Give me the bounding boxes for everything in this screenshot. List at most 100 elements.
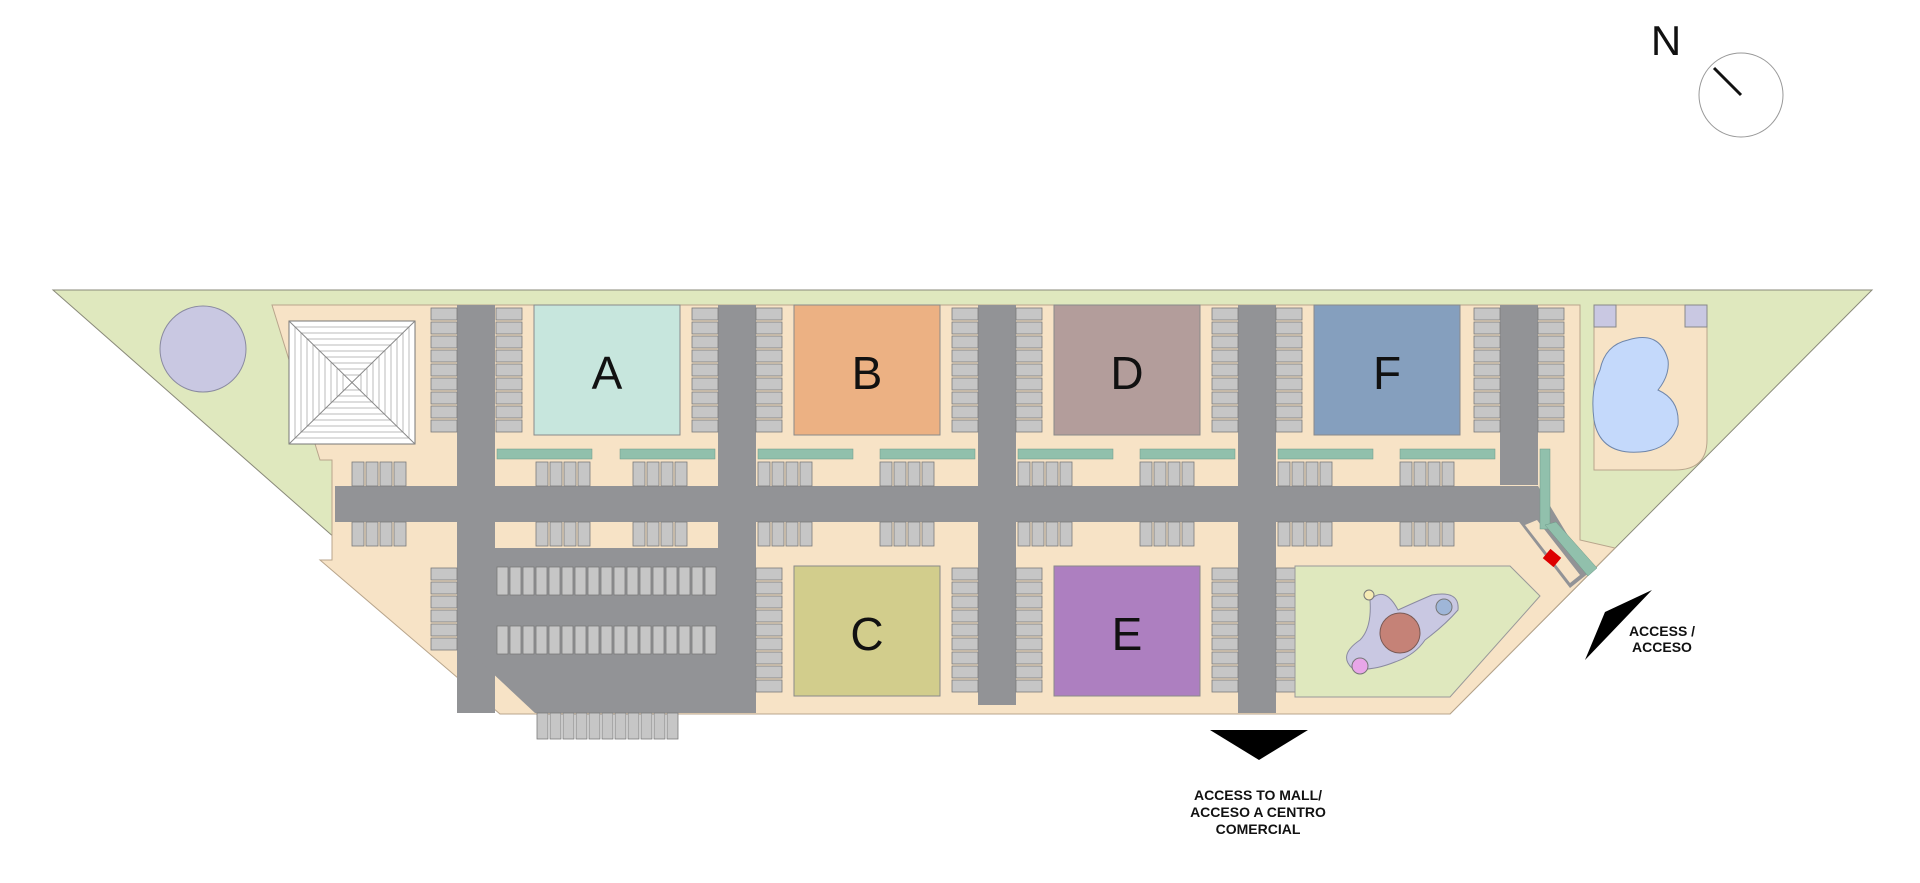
parking-stall [1015,419,1043,433]
parking-stall [495,335,523,349]
parking-stall [1275,307,1303,321]
parking-stall [951,581,979,595]
parking-stall [1045,521,1059,547]
parking-stall [535,461,549,487]
parking-stall [509,625,522,655]
parking-stall [1059,461,1073,487]
parking-stall [379,461,393,487]
parking-stall [771,461,785,487]
parking-stall [646,461,660,487]
parking-stall [496,625,509,655]
parking-stall [1167,461,1181,487]
parking-stall [561,625,574,655]
parking-stall [430,595,458,609]
parking-stall [1211,623,1239,637]
access-label-line1: ACCESS / [1629,623,1695,639]
parking-stall [577,461,591,487]
parking-stall [587,625,600,655]
parking-stall [665,625,678,655]
parking-stall [755,581,783,595]
parking-stall [951,665,979,679]
parking-stall [1015,321,1043,335]
parking-stall [1045,461,1059,487]
parking-stall [1537,405,1565,419]
parking-stall [951,307,979,321]
building-a: A [533,304,681,436]
fountain [1379,612,1421,654]
parking-stall [785,461,799,487]
parking-stall [691,419,719,433]
parking-stall [430,419,458,433]
parking-stall [660,461,674,487]
parking-stall [757,521,771,547]
pavilion-hatch-line [330,362,374,403]
parking-stall [536,712,549,740]
parking-stall [548,566,561,596]
building-c: C [793,565,941,697]
parking-stall [755,637,783,651]
parking-stall [755,623,783,637]
mall-access-label-line1: ACCESS TO MALL/ [1194,787,1322,803]
parking-stall [430,321,458,335]
drive-lane-east-west [335,486,1535,522]
parking-stall [548,625,561,655]
parking-stall [1537,391,1565,405]
building-b: B [793,304,941,436]
parking-stall [665,566,678,596]
parking-stalls [351,307,1565,740]
access-label-line2: ACCESO [1632,639,1692,655]
parking-stall [1015,335,1043,349]
north-arrow: N [1651,17,1784,138]
parking-stall [660,521,674,547]
parking-stall [574,566,587,596]
parking-stall [755,595,783,609]
parking-stall [1275,405,1303,419]
parking-stall [951,321,979,335]
pavilion-hatch-line [294,326,410,439]
parking-stall [1537,349,1565,363]
hedges [496,448,1598,577]
parking-stall [1017,461,1031,487]
parking-stall [1015,405,1043,419]
parking-stall [1211,581,1239,595]
pavilion-hatch-line [300,332,404,433]
parking-stall [1427,461,1441,487]
parking-stall [495,349,523,363]
parking-stall [495,405,523,419]
parking-stall [1441,521,1455,547]
parking-stall [640,712,653,740]
parking-stall [1139,461,1153,487]
parking-stall [561,566,574,596]
parking-stall [951,349,979,363]
parking-stall [1211,679,1239,693]
parking-stall [430,567,458,581]
mall-access-arrow [1210,730,1308,760]
parking-stall [951,335,979,349]
building-a-label: A [592,347,623,399]
parking-stall [951,609,979,623]
parking-stall [755,665,783,679]
parking-stall [563,521,577,547]
parking-stall [893,521,907,547]
parking-stall [1473,419,1501,433]
parking-stall [653,712,666,740]
parking-stall [351,521,365,547]
parking-stall [379,521,393,547]
pavilion-hatch-line [324,356,380,409]
parking-stall [1167,521,1181,547]
parking-stall [1537,377,1565,391]
parking-stall [757,461,771,487]
parking-stall [1153,521,1167,547]
parking-stall [430,609,458,623]
parking-stall [1399,521,1413,547]
parking-stall [691,566,704,596]
parking-stall [1275,349,1303,363]
parking-stall [921,521,935,547]
building-d: D [1053,304,1201,436]
parking-stall [430,307,458,321]
parking-stall [755,419,783,433]
parking-stall [755,391,783,405]
parking-stall [430,349,458,363]
parking-stall [1275,377,1303,391]
parking-stall [691,625,704,655]
